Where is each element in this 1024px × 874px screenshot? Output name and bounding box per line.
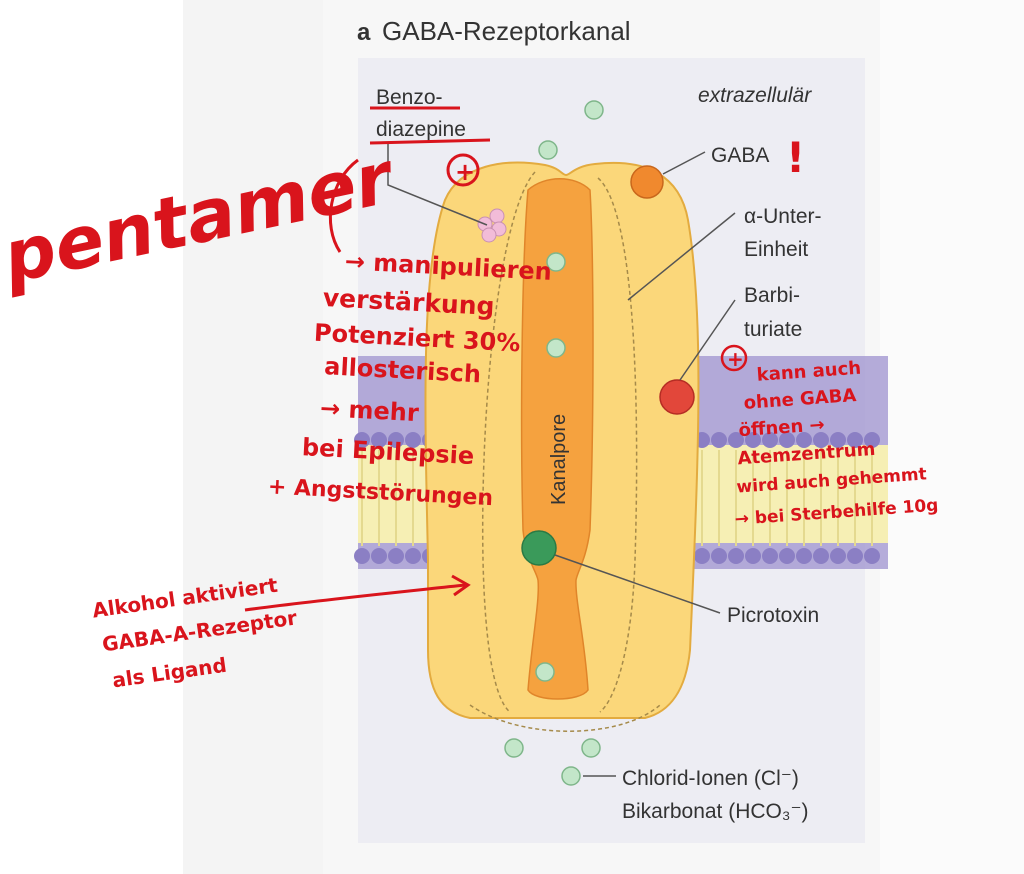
alcohol-note-3: als Ligand [111, 653, 228, 693]
benzo-note-5: → mehr [319, 394, 419, 427]
chloride-ion [546, 338, 566, 358]
lipid-head [830, 432, 846, 448]
lipid-head [864, 432, 880, 448]
leader-lines [387, 143, 736, 777]
benzo-label-2: diazepine [376, 118, 466, 141]
chloride-ion [584, 100, 604, 120]
gaba-exclamation: ! [786, 133, 805, 182]
figure-title: GABA-Rezeptorkanal [382, 16, 631, 46]
lipid-head [813, 432, 829, 448]
ion-legend-icon [561, 766, 581, 786]
ions [504, 100, 604, 758]
lipid-head [847, 432, 863, 448]
barbi-plus: + [727, 347, 744, 371]
lipid-head [847, 548, 863, 564]
alpha-label-2: Einheit [744, 238, 808, 261]
gaba-ligand [630, 165, 664, 199]
picrotoxin-label: Picrotoxin [727, 604, 819, 627]
chloride-ion [535, 662, 555, 682]
lipid-head [354, 548, 370, 564]
lipid-head [388, 548, 404, 564]
pore-label: Kanalpore [548, 414, 570, 505]
lipid-head [779, 432, 795, 448]
extracellular-label: extrazellulär [698, 84, 812, 107]
lipid-head [694, 548, 710, 564]
arrow-curve [328, 158, 359, 253]
barbiturate-ligand [659, 379, 695, 415]
barbi-label-1: Barbi- [744, 284, 800, 307]
lipid-head [371, 548, 387, 564]
lipid-head [728, 432, 744, 448]
lipid-head [796, 548, 812, 564]
panel-letter: a [357, 19, 371, 46]
lipid-head [762, 432, 778, 448]
lipid-head [745, 432, 761, 448]
lipid-head [354, 432, 370, 448]
alpha-label-1: α-Unter- [744, 205, 821, 228]
lipid-head [405, 548, 421, 564]
benzo-label-1: Benzo- [376, 86, 443, 109]
page-margin [183, 0, 323, 874]
lipid-head [762, 548, 778, 564]
bicarbonate-label: Bikarbonat (HCO₃⁻) [622, 800, 809, 823]
picrotoxin-ligand [521, 530, 557, 566]
lipid-head [405, 432, 421, 448]
pentamer-note: pentamer [0, 135, 403, 300]
lipid-head [711, 548, 727, 564]
lipid-head [388, 432, 404, 448]
lipid-head [728, 548, 744, 564]
channel-pore [520, 178, 594, 700]
lipid-head [779, 548, 795, 564]
lipid-head [711, 432, 727, 448]
lipid-head [745, 548, 761, 564]
lipid-head [830, 548, 846, 564]
chloride-ion [546, 252, 566, 272]
gaba-label: GABA [711, 144, 769, 167]
lipid-head [371, 432, 387, 448]
plus-circle-icon [446, 153, 480, 187]
arrowhead-icon [451, 574, 471, 597]
benzo-plus: + [455, 158, 475, 186]
lipid-head [796, 432, 812, 448]
receptor-complex [424, 161, 700, 732]
lipid-head [864, 548, 880, 564]
chloride-ion [504, 738, 524, 758]
chloride-label: Chlorid-Ionen (Cl⁻) [622, 767, 799, 790]
plus-circle-icon [720, 344, 748, 372]
arrow-line [244, 583, 466, 612]
chloride-ion [538, 140, 558, 160]
page-edge [880, 0, 1024, 874]
lipid-head [813, 548, 829, 564]
barbi-label-2: turiate [744, 318, 802, 341]
chloride-ion [581, 738, 601, 758]
